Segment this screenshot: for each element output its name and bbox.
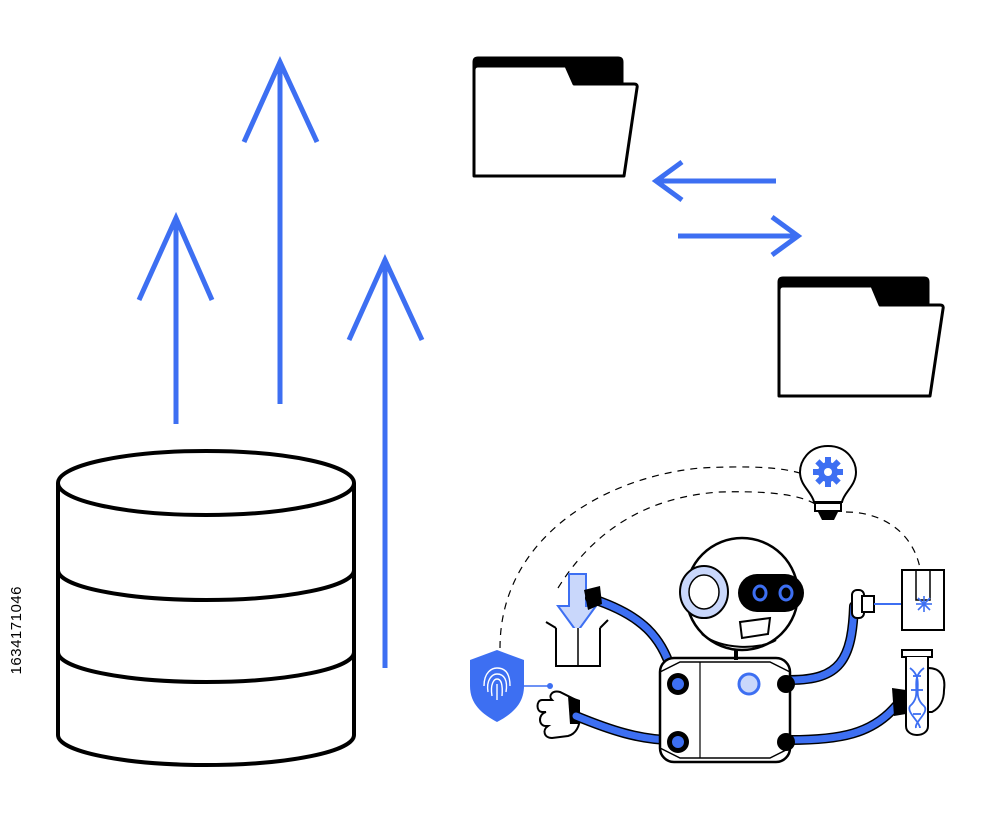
download-box-icon [545, 573, 609, 667]
dashed-connection-arcs [499, 466, 921, 649]
dna-test-tube-icon [892, 649, 946, 736]
laser-tool-icon [851, 569, 945, 631]
robot-icon [658, 536, 804, 764]
upload-arrow-icon [136, 211, 215, 424]
upload-arrow-icon [346, 253, 425, 668]
shield-fingerprint-icon [470, 650, 553, 722]
robot-left-hand [536, 690, 582, 740]
database-icon [56, 449, 356, 767]
upload-arrow-icon [241, 55, 320, 404]
lightbulb-gear-icon [798, 444, 858, 520]
transfer-arrows-icon [651, 159, 803, 258]
robot-gripper [584, 586, 602, 610]
folder-icon [777, 276, 945, 398]
image-id-label: 1634171046 [8, 586, 25, 675]
folder-icon [472, 56, 639, 178]
